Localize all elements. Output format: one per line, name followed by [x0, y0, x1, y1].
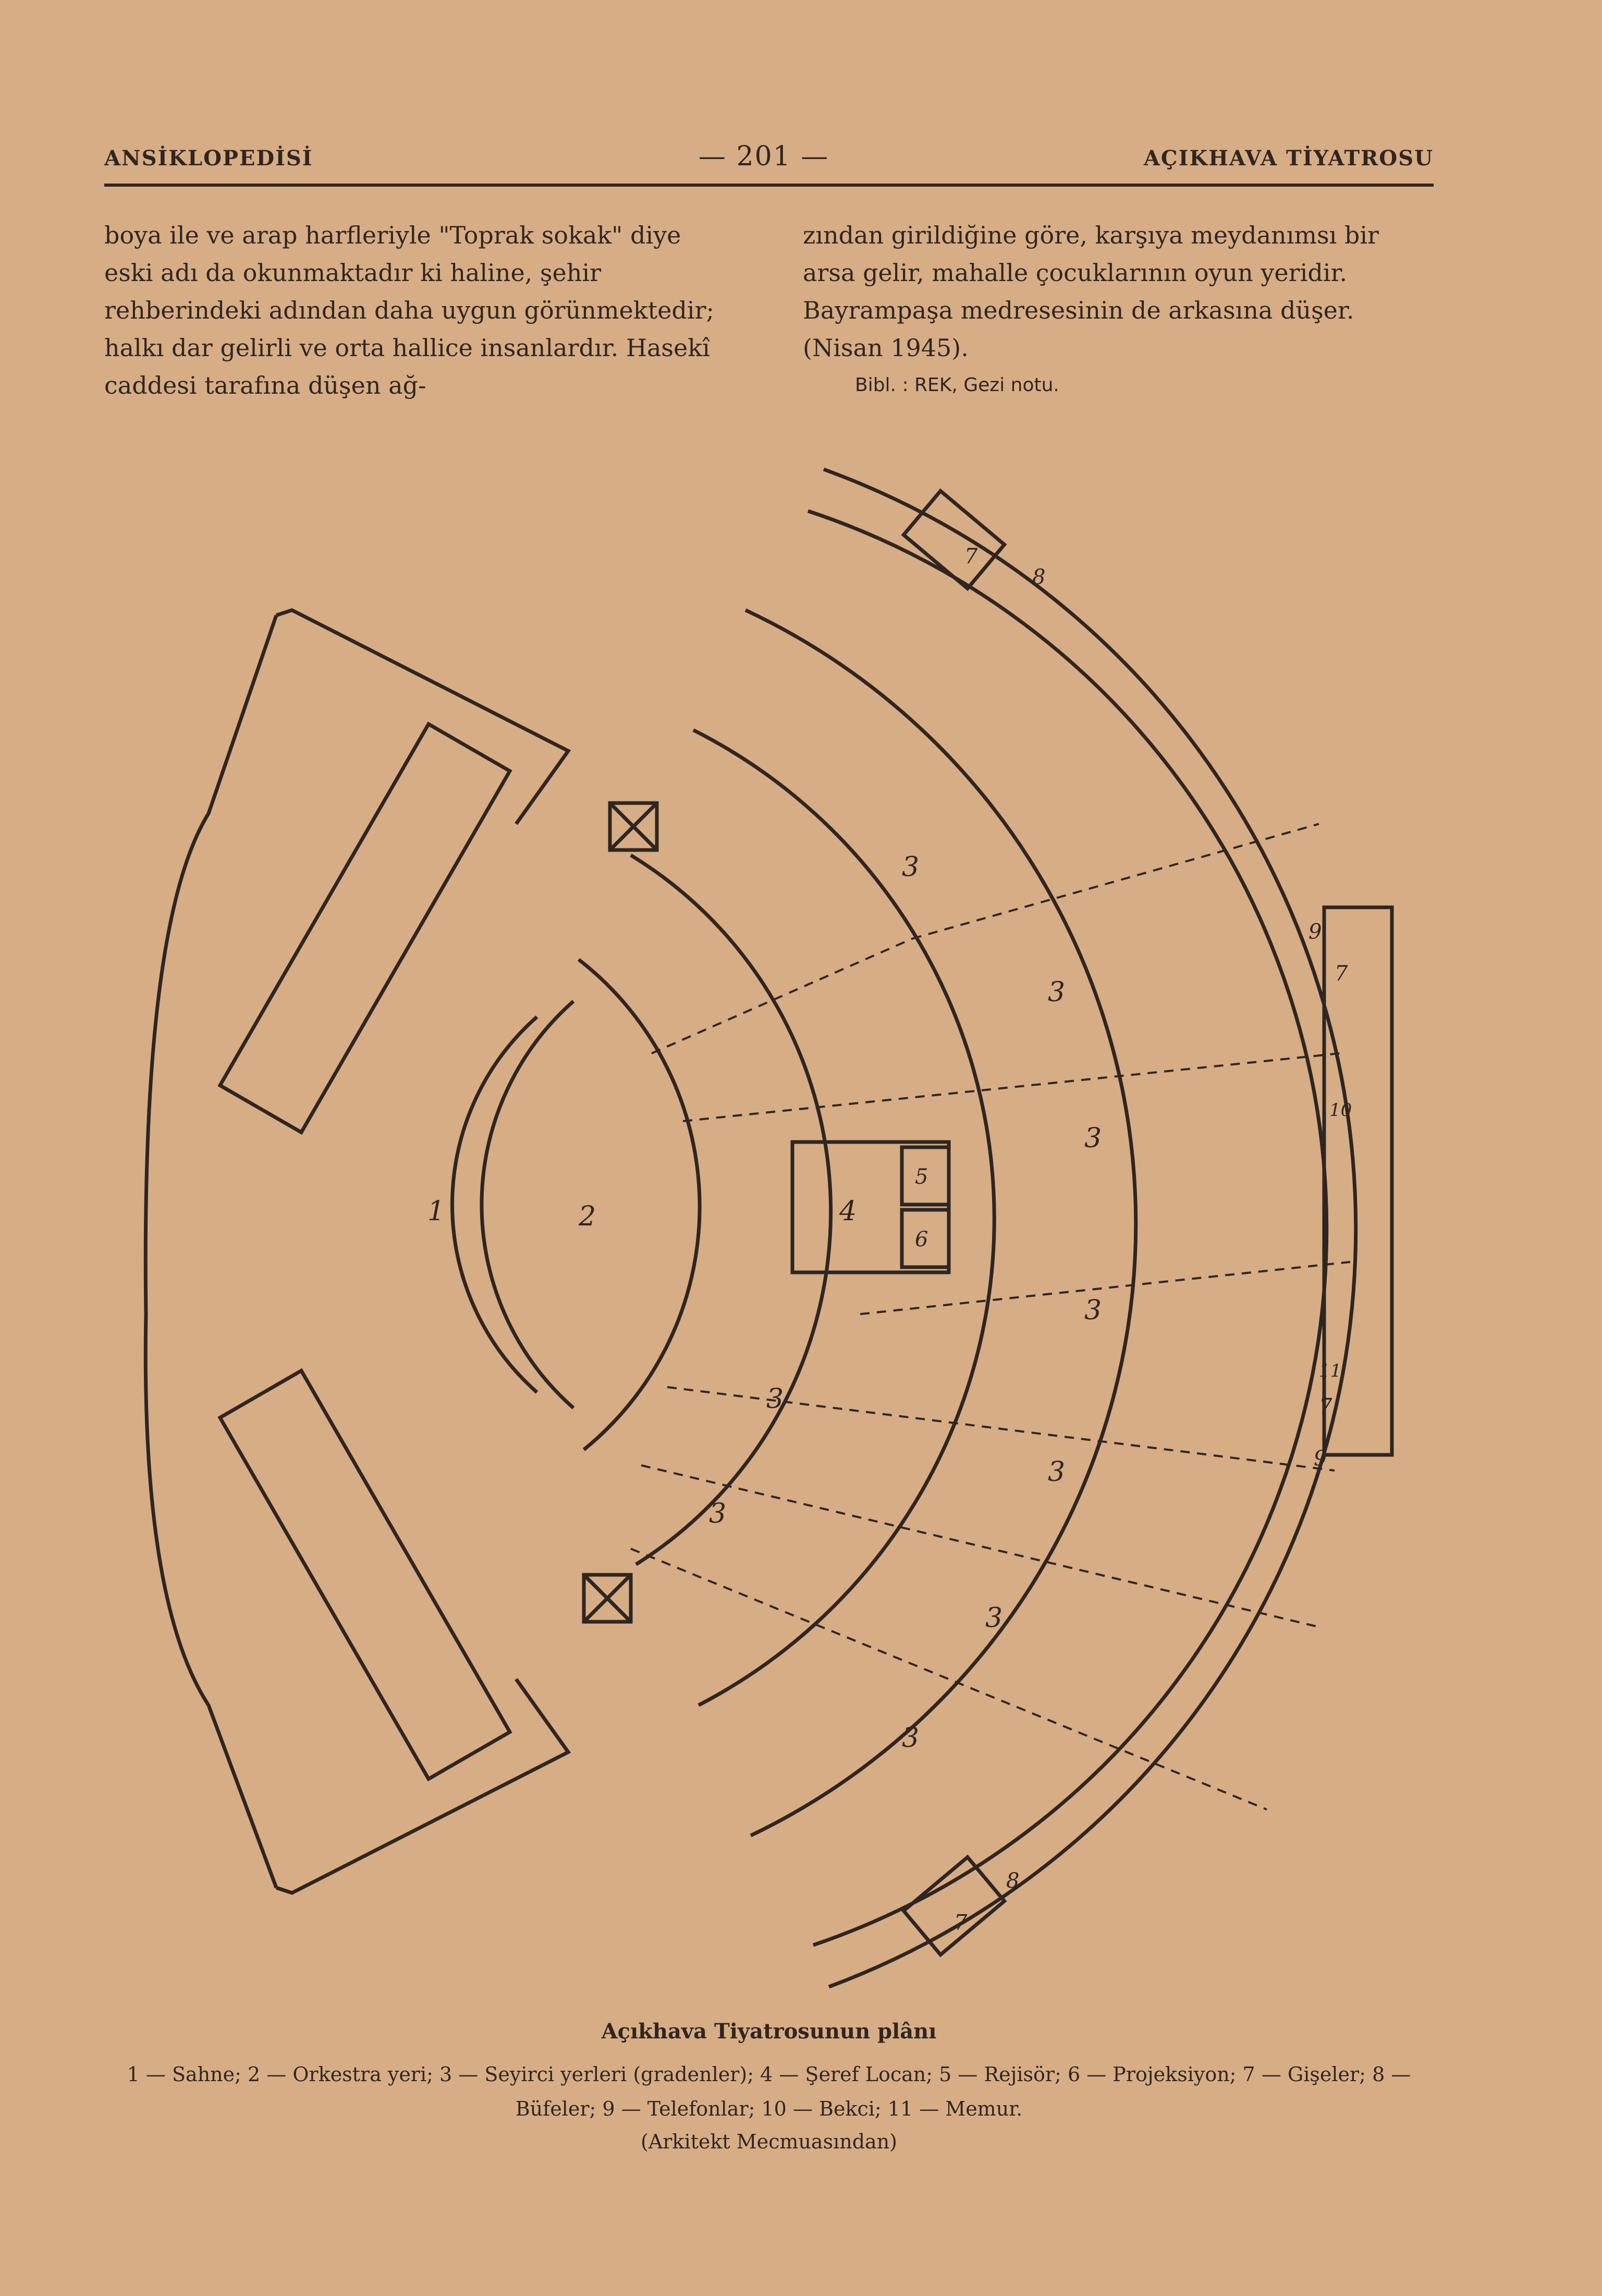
- service-strip: [1322, 905, 1394, 1457]
- page-number: — 201 —: [699, 141, 829, 172]
- label-seats-g: 3: [902, 1722, 919, 1754]
- stage-bottom-wall: [275, 1678, 571, 1895]
- upper-entrance-x: [608, 801, 658, 852]
- bottom-kiosk: [901, 1854, 1007, 1958]
- label-buffet-top: 8: [1032, 565, 1045, 589]
- paragraph-left: boya ile ve arap harfleriyle "Toprak sok…: [104, 221, 714, 399]
- orchestra-back: [450, 1015, 539, 1394]
- label-projection: 6: [915, 1228, 928, 1252]
- label-seats-i: 3: [709, 1498, 726, 1529]
- bibliography: Bibl. : REK, Gezi notu.: [855, 374, 1059, 396]
- director-room: [900, 1145, 951, 1207]
- label-telephone-top: 9: [1308, 920, 1322, 944]
- text-column-right: zından girildiğine göre, karşıya meydanı…: [803, 216, 1434, 404]
- lower-entrance: [582, 1573, 633, 1624]
- label-ticket-right-2: 7: [1319, 1394, 1332, 1418]
- label-seats-b: 3: [1048, 977, 1065, 1008]
- running-header: ANSİKLOPEDİSİ — 201 — AÇIKHAVA TİYATROSU: [104, 141, 1434, 183]
- label-director: 5: [915, 1165, 928, 1189]
- plan-labels: 1 2 3 3 3 3 3 3 3 3 3 4 5 6 7 8 9 7 10 1…: [427, 544, 1352, 1935]
- theatre-floor-plan: 1 2 3 3 3 3 3 3 3 3 3 4 5 6 7 8 9 7 10 1…: [143, 467, 1394, 1989]
- figure-legend: 1 — Sahne; 2 — Orkestra yeri; 3 — Seyirc…: [127, 2063, 1411, 2120]
- outer-wall: [823, 467, 1358, 1989]
- stage-outline: [143, 614, 278, 1889]
- header-rule: [104, 184, 1434, 187]
- figure-source: (Arkitekt Mecmuasından): [641, 2130, 897, 2153]
- lower-entrance-x: [582, 1573, 632, 1623]
- label-ticket-top: 7: [964, 544, 978, 568]
- aisle-dividers: [630, 823, 1351, 1811]
- text-column-left: boya ile ve arap harfleriyle "Toprak sok…: [104, 216, 732, 404]
- plan-drawing: [143, 467, 1394, 1989]
- seating-arc-2: [692, 728, 996, 1707]
- label-seats-f: 3: [985, 1602, 1002, 1634]
- label-seats-a: 3: [902, 852, 919, 883]
- stage-top-wall: [275, 608, 571, 825]
- top-kiosk: [901, 488, 1007, 591]
- header-left: ANSİKLOPEDİSİ: [104, 146, 313, 171]
- label-ticket-right: 7: [1335, 962, 1348, 986]
- seating-arc-3: [630, 854, 833, 1566]
- upper-side-corridor: [217, 721, 512, 1135]
- header-right: AÇIKHAVA TİYATROSU: [1143, 146, 1434, 171]
- lower-side-corridor: [217, 1368, 512, 1782]
- figure-caption-title: Açıkhava Tiyatrosunun plânı: [601, 2019, 937, 2044]
- label-seats-d: 3: [1084, 1295, 1102, 1326]
- seating-arc-4: [577, 958, 702, 1451]
- label-seats-c: 3: [1084, 1123, 1102, 1154]
- seating-arc-1: [744, 608, 1138, 1838]
- label-stage: 1: [427, 1196, 445, 1227]
- label-seats-e: 3: [1048, 1456, 1065, 1488]
- upper-entrance: [608, 801, 659, 852]
- outer-wall-inner: [807, 509, 1329, 1947]
- label-orchestra: 2: [578, 1201, 596, 1232]
- honor-boxes: [790, 1140, 951, 1274]
- orchestra-front: [480, 1000, 575, 1410]
- label-boxes: 4: [839, 1196, 857, 1227]
- label-ticket-bottom: 7: [954, 1911, 968, 1935]
- label-guard: 10: [1329, 1100, 1352, 1121]
- projection-room: [900, 1208, 951, 1269]
- label-seats-h: 3: [766, 1383, 784, 1415]
- label-buffet-bottom: 8: [1006, 1869, 1019, 1893]
- paragraph-right: zından girildiğine göre, karşıya meydanı…: [803, 221, 1379, 362]
- label-telephone-bottom: 9: [1314, 1447, 1327, 1471]
- label-officer: 11: [1319, 1360, 1341, 1381]
